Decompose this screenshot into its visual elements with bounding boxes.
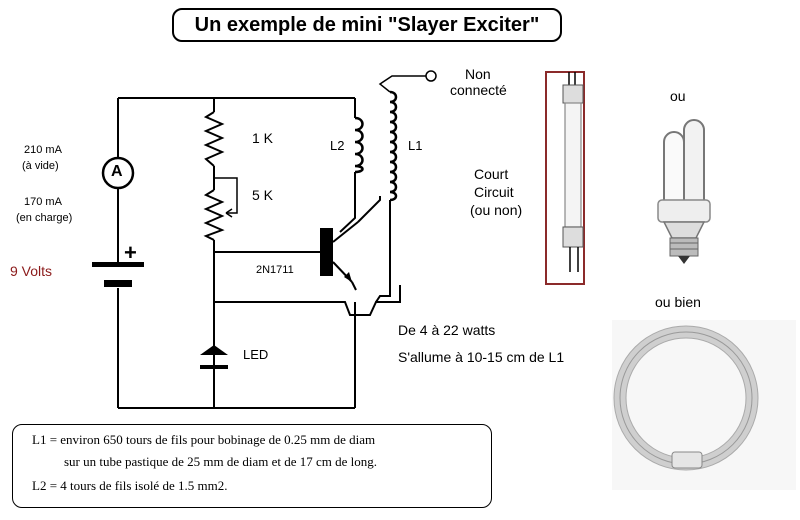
note-line-3: L2 = 4 tours de fils isolé de 1.5 mm2.: [32, 478, 228, 493]
court-circuit-label-2: Circuit: [474, 184, 514, 200]
ou-label: ou: [670, 88, 686, 104]
led-icon: [200, 345, 228, 369]
current-idle-note: (à vide): [22, 160, 59, 172]
notes-box: [12, 424, 492, 508]
coil-l2-icon: [354, 116, 364, 174]
r2-label: 5 K: [252, 187, 274, 203]
current-load-note: (en charge): [16, 212, 73, 224]
compact-bulb-icon: [657, 119, 711, 264]
r1-label: 1 K: [252, 130, 274, 146]
watts-label: De 4 à 22 watts: [398, 322, 496, 338]
transistor-icon: [320, 196, 381, 291]
court-circuit-label-3: (ou non): [470, 202, 523, 218]
ou-bien-label: ou bien: [655, 294, 701, 310]
l1-label: L1: [408, 138, 423, 153]
resistor-5k-icon: [203, 189, 225, 241]
ammeter-icon: [101, 156, 135, 190]
page-title: Un exemple de mini "Slayer Exciter": [172, 8, 562, 42]
non-connecte-label-2: connecté: [450, 82, 507, 98]
court-circuit-label-1: Court: [474, 166, 509, 182]
current-idle: 210 mA: [24, 144, 62, 156]
current-load: 170 mA: [24, 196, 62, 208]
ammeter-label: A: [111, 163, 123, 180]
transistor-label: 2N1711: [256, 264, 294, 276]
led-label: LED: [243, 347, 269, 362]
distance-label: S'allume à 10-15 cm de L1: [398, 349, 565, 365]
coil-l1-icon: [375, 70, 437, 303]
resistor-1k-icon: [203, 111, 225, 167]
note-line-2: sur un tube pastique de 25 mm de diam et…: [64, 454, 378, 469]
fluorescent-tube-icon: [545, 71, 585, 285]
battery-icon: [92, 262, 144, 287]
voltage-label: 9 Volts: [10, 263, 53, 279]
battery-plus: +: [124, 240, 137, 265]
non-connecte-label-1: Non: [465, 66, 491, 82]
note-line-1: L1 = environ 650 tours de fils pour bobi…: [32, 432, 376, 447]
circular-tube-icon: [612, 320, 796, 490]
l2-label: L2: [330, 138, 345, 153]
